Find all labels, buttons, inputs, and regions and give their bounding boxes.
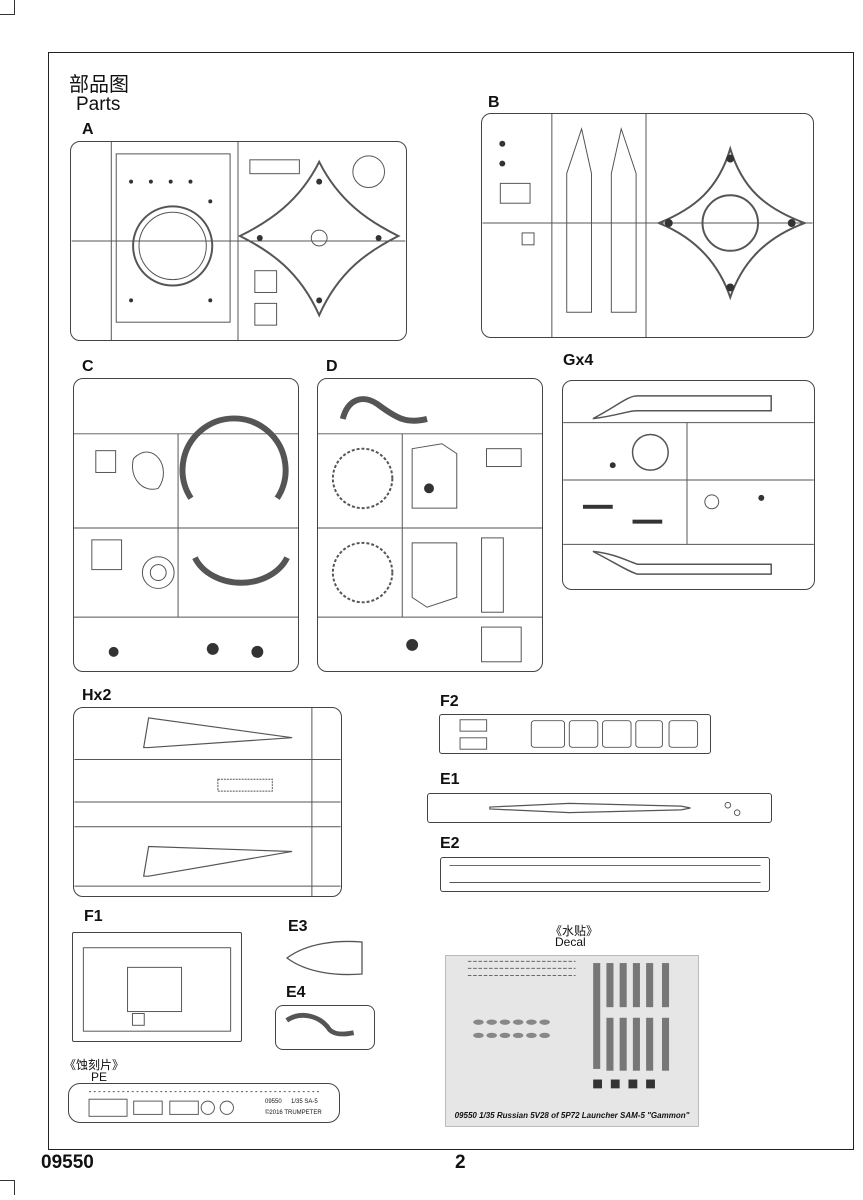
- crop-mark-top-left: [0, 0, 15, 15]
- sprue-b-drawing: [482, 114, 813, 337]
- title-cn: 部品图: [69, 74, 129, 96]
- sprue-h-drawing: [74, 708, 341, 896]
- footer-code: 09550: [41, 1152, 94, 1173]
- sprue-c-drawing: [74, 415, 298, 658]
- sprue-e1: [427, 793, 772, 823]
- sprue-label-e2: E2: [440, 835, 460, 852]
- sprue-f1-drawing: [82, 947, 232, 1032]
- sprue-a-drawing: [71, 142, 406, 340]
- sprue-label-c: C: [82, 358, 94, 375]
- sprue-label-b: B: [488, 94, 500, 111]
- sprue-label-e4: E4: [286, 984, 306, 1001]
- sprue-f2: [439, 714, 711, 754]
- pe-label-cn: 《蚀刻片》: [64, 1058, 125, 1072]
- sprue-e1-drawing: [489, 801, 741, 816]
- sprue-label-f2: F2: [440, 693, 459, 710]
- sprue-f1: [72, 932, 242, 1042]
- sprue-label-e3: E3: [288, 918, 308, 935]
- pe-code: 09550: [265, 1099, 282, 1105]
- sprue-label-d: D: [326, 358, 338, 375]
- sprue-a: [70, 141, 407, 341]
- pe-fret: 09550 1/35 SA-5 ©2016 TRUMPETER: [68, 1083, 340, 1123]
- pe-brand: ©2016 TRUMPETER: [265, 1110, 322, 1116]
- title-en: Parts: [76, 94, 121, 115]
- sprue-g: [562, 380, 815, 590]
- sprue-e3-nosecone: [285, 940, 363, 976]
- decal-caption: 09550 1/35 Russian 5V28 of 5P72 Launcher…: [454, 1111, 690, 1120]
- sprue-e4: [275, 1005, 375, 1050]
- page-number: 2: [455, 1152, 466, 1173]
- sprue-h: [73, 707, 342, 897]
- pe-fret-drawing: [88, 1091, 322, 1117]
- sprue-f2-drawing: [459, 719, 699, 750]
- decal-sheet: 09550 1/35 Russian 5V28 of 5P72 Launcher…: [445, 955, 699, 1127]
- crop-mark-bottom-left: [0, 1180, 15, 1195]
- sprue-g-drawing: [563, 395, 814, 575]
- sprue-e2-drawing: [449, 865, 761, 883]
- sprue-e2: [440, 857, 770, 892]
- sprue-c: [73, 378, 299, 672]
- sprue-label-h: Hx2: [82, 687, 112, 704]
- sprue-d-drawing: [318, 396, 542, 663]
- sprue-d: [317, 378, 543, 672]
- sprue-e4-drawing: [285, 1012, 355, 1037]
- page-frame: [48, 52, 854, 1150]
- sprue-label-g: Gx4: [563, 352, 594, 369]
- decal-sheet-drawing: [467, 960, 670, 1089]
- pe-label-en: PE: [91, 1070, 108, 1084]
- pe-scale: 1/35 SA-5: [291, 1099, 318, 1105]
- decal-label-cn: 《水贴》: [550, 924, 599, 938]
- decal-label-en: Decal: [555, 935, 586, 949]
- sprue-label-a: A: [82, 121, 94, 138]
- sprue-label-e1: E1: [440, 771, 460, 788]
- sprue-label-f1: F1: [84, 908, 103, 925]
- sprue-b: [481, 113, 814, 338]
